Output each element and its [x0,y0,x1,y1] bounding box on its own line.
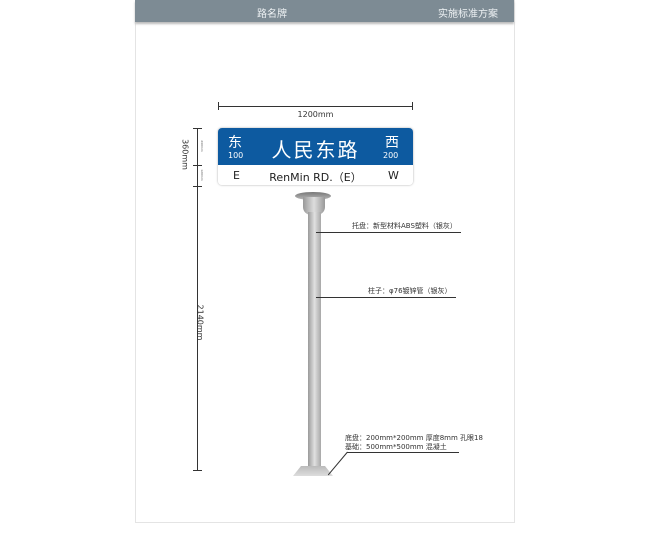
sign-top-panel: 东 100 人民东路 西 200 [218,128,413,165]
left-direction-en: E [233,169,240,182]
left-direction-cn: 东 [228,135,242,151]
tick [193,186,202,187]
width-label: 1200mm [297,110,334,119]
pole-note: 柱子：φ76镀锌管（银灰） [368,287,452,295]
sign-bottom-panel: E RenMin RD.（E） W [218,165,413,185]
height-dimension-line [197,128,198,470]
base-note: 底盘：200mm*200mm 厚度8mm 孔眼18 [345,434,483,442]
base-leader [347,452,459,453]
width-tick-left [218,102,219,110]
street-name-en: RenMin RD.（E） [269,171,362,184]
width-dimension-line [218,106,413,107]
pole [308,212,321,467]
tick [193,165,202,166]
header-title: 路名牌 [257,9,287,20]
width-tick-right [412,102,413,110]
tick [193,128,202,129]
header-section: 实施标准方案 [438,9,498,20]
base-plate [293,466,333,476]
tray-neck [303,197,325,215]
tray [295,192,331,200]
sign-height-label: 360mm [180,139,190,170]
bottom-panel-label: 120mm [200,169,204,181]
page-card [135,0,515,523]
right-direction-en: W [388,169,399,182]
pole-height-label: 2140mm [195,304,205,341]
header-bar: 路名牌 实施标准方案 [135,0,514,22]
tray-note: 托盘：新型材料ABS塑料（银灰） [352,222,457,230]
tick [193,470,202,471]
pole-leader [316,297,456,298]
right-direction-cn: 西 [385,135,399,151]
street-sign: 东 100 人民东路 西 200 E RenMin RD.（E） W [218,128,413,185]
street-name-cn: 人民东路 [271,138,360,162]
top-panel-label: 240mm [200,140,204,152]
left-number: 100 [228,151,244,160]
tray-leader [316,232,461,233]
right-number: 200 [383,151,399,160]
foundation-note: 基础：500mm*500mm 混凝土 [345,443,447,451]
